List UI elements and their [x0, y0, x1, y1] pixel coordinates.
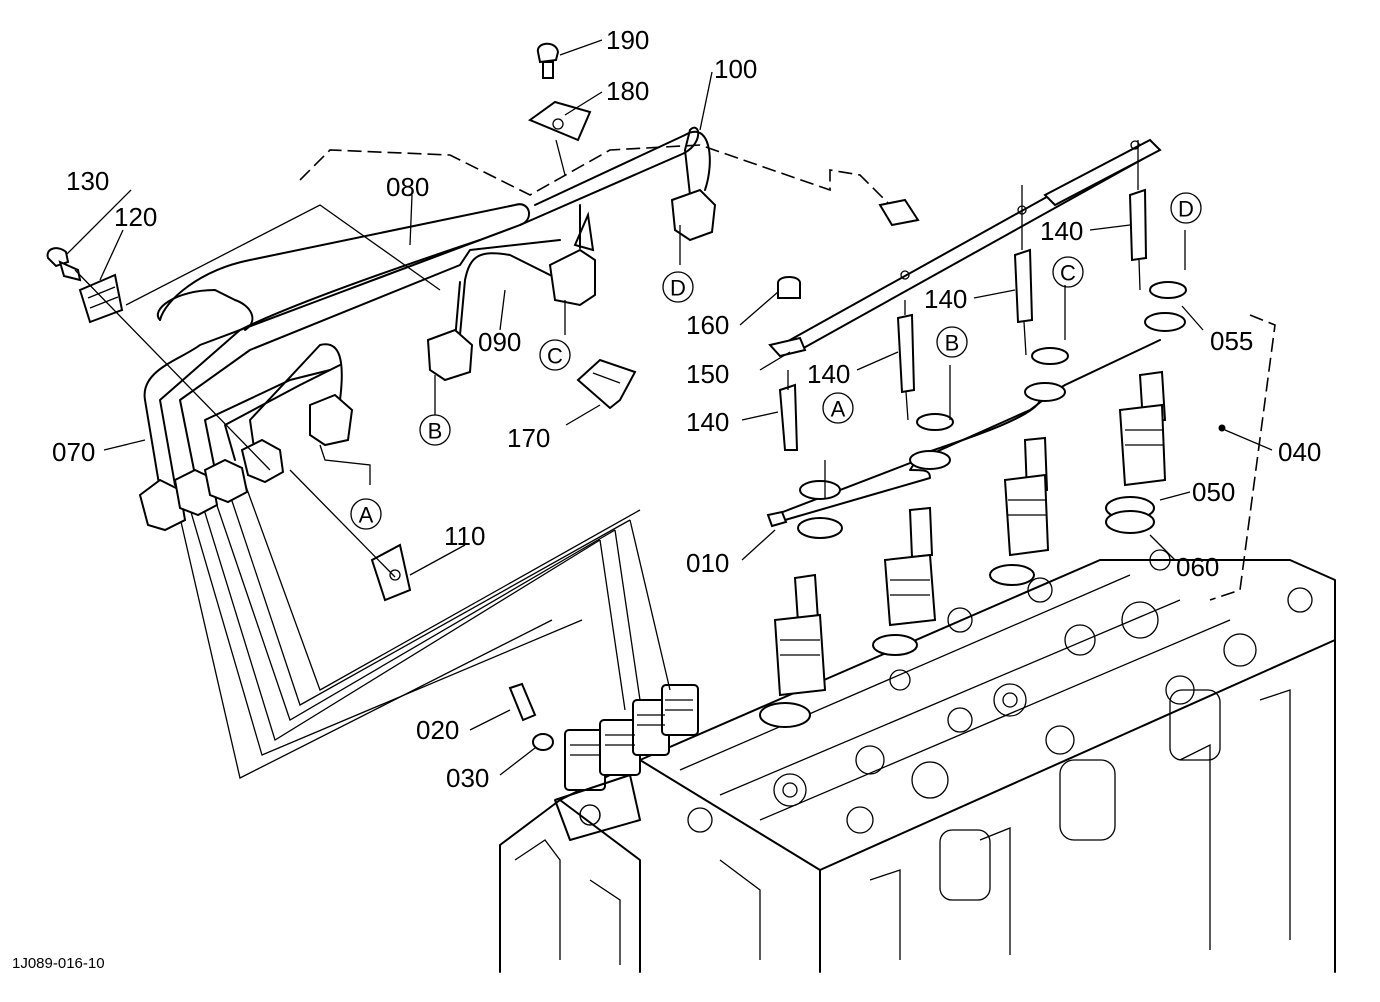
ref-marker-a-upper: A [350, 498, 382, 530]
callout-070: 070 [52, 437, 95, 467]
callout-110: 110 [444, 521, 485, 551]
callout-150: 150 [686, 359, 729, 389]
callout-140-c: 140 [924, 284, 967, 314]
ref-marker-d-lower: D [1170, 192, 1202, 224]
clamps-and-bolts [46, 42, 637, 602]
callout-180: 180 [606, 76, 649, 106]
leader-lines [65, 39, 1273, 776]
cylinder-head [499, 549, 1336, 973]
overflow-pipe [766, 198, 1187, 539]
callout-100: 100 [714, 54, 757, 84]
callout-140-b: 140 [807, 359, 850, 389]
callout-labels: 190 180 100 130 120 080 090 070 110 170 … [52, 25, 1321, 793]
ref-c-lower: C [1060, 261, 1076, 286]
callout-130: 130 [66, 166, 109, 196]
fitting-and-washer [508, 682, 554, 751]
return-pipe-outline [299, 144, 1276, 601]
callout-080: 080 [386, 172, 429, 202]
ref-marker-d-upper: D [662, 271, 694, 303]
callout-160: 160 [686, 310, 729, 340]
injection-pump-outlets [554, 684, 699, 841]
ref-b-lower: B [945, 331, 960, 356]
callout-060: 060 [1176, 552, 1219, 582]
callout-050: 050 [1192, 477, 1235, 507]
glow-plugs [778, 140, 1148, 451]
ref-d-upper: D [670, 276, 686, 301]
callout-020: 020 [416, 715, 459, 745]
callout-030: 030 [446, 763, 489, 793]
ref-marker-b-upper: B [419, 414, 451, 446]
ref-d-lower: D [1178, 197, 1194, 222]
ref-marker-c-lower: C [1052, 256, 1084, 288]
nozzle-holders [759, 370, 1226, 728]
callout-170: 170 [507, 423, 550, 453]
injection-pipes [138, 126, 717, 532]
callout-040: 040 [1278, 437, 1321, 467]
ref-c-upper: C [547, 344, 563, 369]
ref-a-upper: A [359, 503, 374, 528]
callout-140-d: 140 [1040, 216, 1083, 246]
drawing-code: 1J089-016-10 [12, 955, 105, 972]
leak-off-rail [768, 138, 1162, 358]
ref-marker-c-upper: C [539, 339, 571, 371]
ref-b-upper: B [428, 419, 443, 444]
ref-marker-a-lower: A [822, 392, 854, 424]
callout-055: 055 [1210, 326, 1253, 356]
callout-120: 120 [114, 202, 157, 232]
reference-markers: A B C D A B C D [350, 192, 1202, 530]
callout-090: 090 [478, 327, 521, 357]
ref-marker-b-lower: B [936, 326, 968, 358]
callout-140-a: 140 [686, 407, 729, 437]
callout-190: 190 [606, 25, 649, 55]
pipe-routing-lines [125, 204, 671, 779]
ref-a-lower: A [831, 397, 846, 422]
callout-010: 010 [686, 548, 729, 578]
